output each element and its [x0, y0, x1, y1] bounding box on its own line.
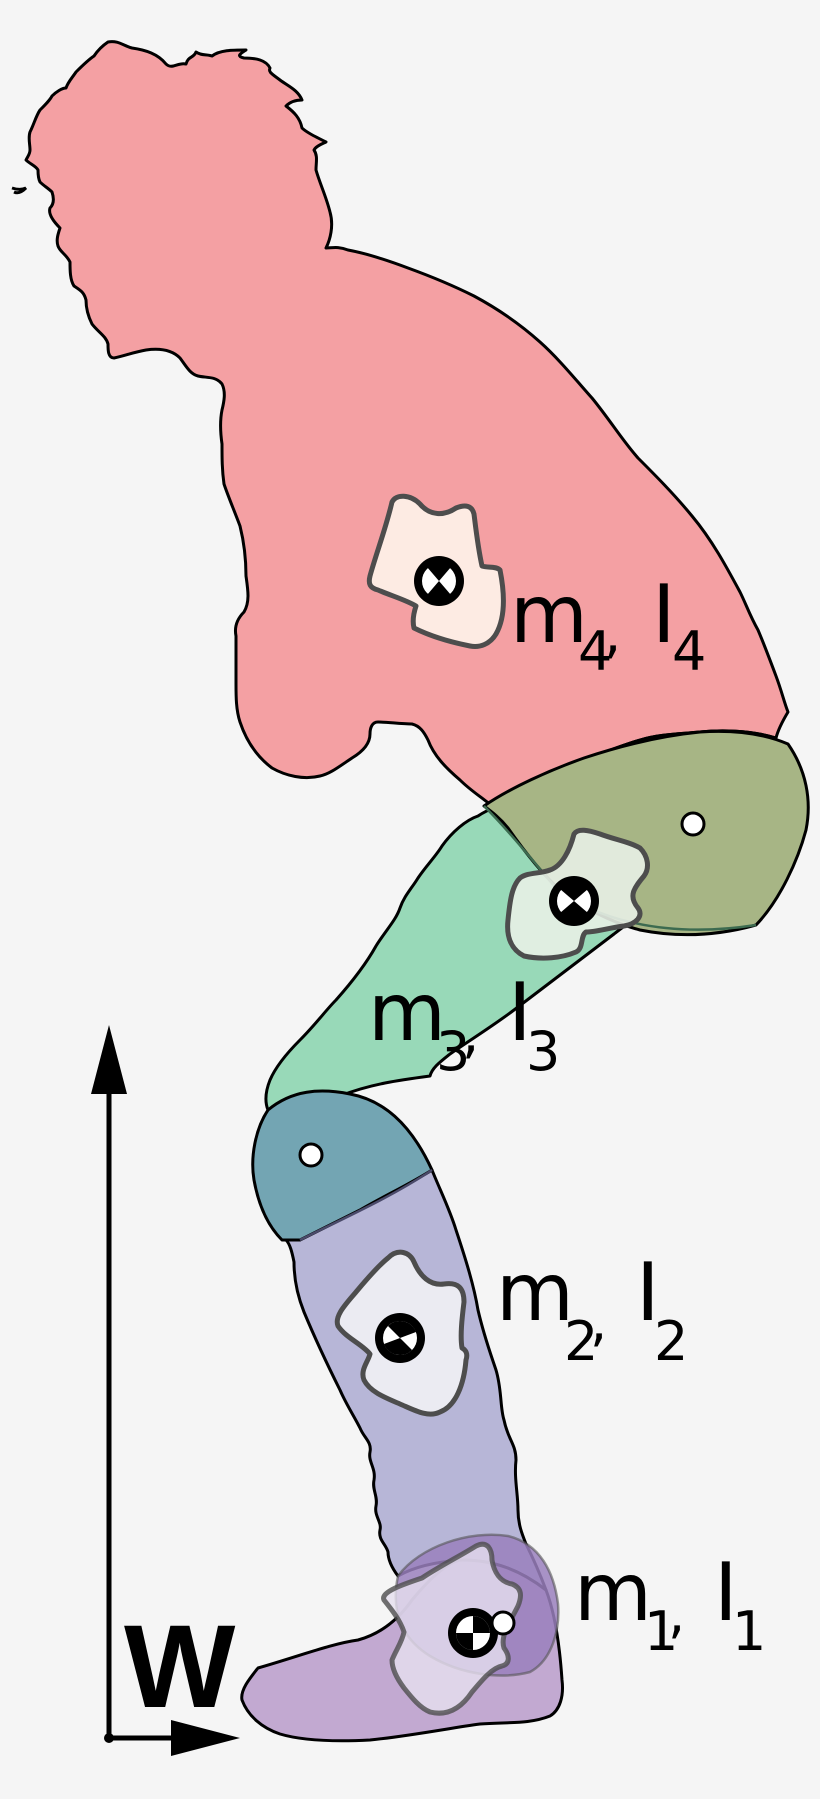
svg-text:4: 4 [672, 620, 706, 683]
frame-label: W [124, 1601, 236, 1733]
svg-text:1: 1 [644, 1600, 678, 1663]
svg-text:I: I [652, 568, 676, 661]
svg-text:I: I [636, 1246, 660, 1339]
svg-text:,: , [590, 1290, 607, 1353]
label-thigh: m 3 , I 3 [368, 966, 560, 1083]
svg-text:I: I [508, 966, 532, 1059]
horizontal-axis-arrowhead-icon [171, 1720, 240, 1756]
svg-text:3: 3 [526, 1020, 560, 1083]
com-symbol-trunk [414, 556, 464, 606]
com-symbol-shank [375, 1313, 425, 1363]
knee-joint-region [251, 1089, 434, 1242]
knee-shank-boundary [299, 1168, 433, 1242]
svg-text:m: m [510, 568, 588, 661]
com-thigh [505, 827, 650, 961]
label-foot: m 1 , I 1 [574, 1546, 766, 1663]
com-symbol-foot [448, 1608, 498, 1658]
trunk-body-shape [24, 40, 790, 810]
svg-text:2: 2 [564, 1310, 598, 1373]
com-symbol-thigh [549, 876, 599, 926]
svg-text:1: 1 [732, 1600, 766, 1663]
svg-text:4: 4 [578, 620, 612, 683]
world-frame: W [91, 1025, 240, 1756]
label-trunk: m 4 , I 4 [510, 568, 706, 683]
svg-text:3: 3 [436, 1020, 470, 1083]
svg-text:,: , [604, 602, 621, 665]
segment-trunk [11, 40, 790, 810]
label-mass-symbol: m [510, 568, 588, 661]
svg-text:,: , [668, 1582, 685, 1645]
hip-joint-icon [680, 811, 706, 837]
svg-text:2: 2 [654, 1310, 688, 1373]
label-shank: m 2 , I 2 [496, 1246, 688, 1373]
com-shank [334, 1249, 470, 1417]
svg-text:,: , [462, 1002, 479, 1065]
svg-text:I: I [714, 1546, 738, 1639]
vertical-axis-arrowhead-icon [91, 1025, 127, 1094]
svg-text:m: m [368, 966, 446, 1059]
frame-origin-icon [104, 1733, 114, 1743]
label-inertia-symbol: I [652, 568, 676, 661]
face-profile-detail [11, 186, 28, 195]
knee-joint-icon [298, 1142, 324, 1168]
com-foot [381, 1541, 523, 1716]
ankle-joint-icon [490, 1610, 516, 1636]
svg-text:m: m [496, 1246, 574, 1339]
com-trunk [366, 493, 506, 649]
svg-text:m: m [574, 1546, 652, 1639]
